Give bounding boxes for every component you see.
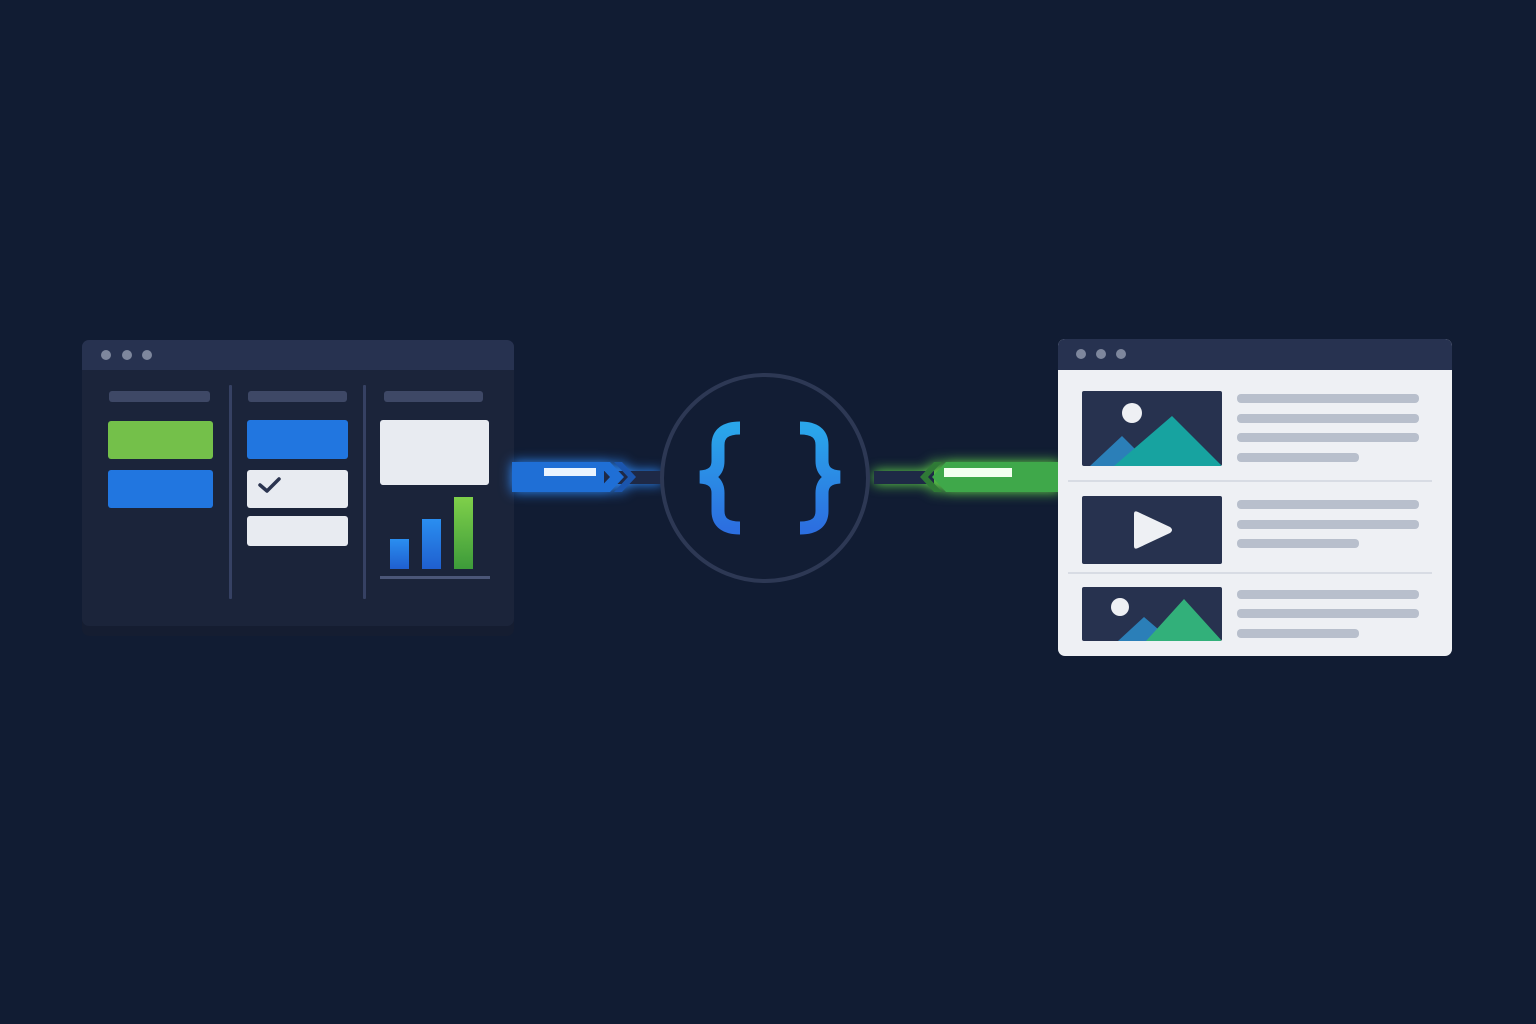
check-icon bbox=[258, 477, 281, 493]
kanban-card[interactable] bbox=[108, 421, 213, 459]
window-dot-icon bbox=[142, 350, 152, 360]
column-header bbox=[248, 391, 347, 402]
image-icon bbox=[1111, 598, 1222, 641]
text-line bbox=[1237, 590, 1419, 599]
image-thumbnail[interactable] bbox=[1082, 587, 1222, 641]
widget-card bbox=[380, 420, 489, 485]
text-line bbox=[1237, 414, 1419, 423]
text-line bbox=[1237, 500, 1419, 509]
row-divider bbox=[1068, 572, 1432, 574]
window-dot-icon bbox=[1076, 349, 1086, 359]
image-icon bbox=[1090, 403, 1222, 466]
kanban-card[interactable] bbox=[247, 420, 348, 459]
column-divider bbox=[363, 385, 366, 599]
text-line bbox=[1237, 629, 1359, 638]
text-line bbox=[1237, 539, 1359, 548]
column-divider bbox=[229, 385, 232, 599]
bar-chart-icon bbox=[390, 497, 473, 569]
chart-bar bbox=[422, 519, 441, 569]
task-card[interactable] bbox=[247, 516, 348, 546]
content-window bbox=[1058, 339, 1452, 656]
image-thumbnail[interactable] bbox=[1082, 391, 1222, 466]
chart-bar bbox=[390, 539, 409, 569]
window-titlebar bbox=[82, 340, 514, 370]
dashboard-window bbox=[82, 340, 514, 626]
text-line bbox=[1237, 609, 1419, 618]
video-thumbnail[interactable] bbox=[1082, 496, 1222, 564]
row-divider bbox=[1068, 480, 1432, 482]
text-line bbox=[1237, 433, 1419, 442]
kanban-card[interactable] bbox=[108, 470, 213, 508]
play-icon bbox=[1134, 511, 1172, 549]
window-dot-icon bbox=[101, 350, 111, 360]
window-dot-icon bbox=[1116, 349, 1126, 359]
curly-braces-icon bbox=[699, 421, 841, 535]
column-header bbox=[384, 391, 483, 402]
text-line bbox=[1237, 394, 1419, 403]
column-header bbox=[109, 391, 210, 402]
window-dot-icon bbox=[122, 350, 132, 360]
text-line bbox=[1237, 453, 1359, 462]
data-flow-arrow-blue bbox=[512, 462, 662, 492]
text-line bbox=[1237, 520, 1419, 529]
task-card-checked[interactable] bbox=[247, 470, 348, 508]
data-flow-arrow-green bbox=[874, 462, 1060, 492]
window-titlebar bbox=[1058, 339, 1452, 370]
chart-bar bbox=[454, 497, 473, 569]
chart-baseline bbox=[380, 576, 490, 579]
window-dot-icon bbox=[1096, 349, 1106, 359]
